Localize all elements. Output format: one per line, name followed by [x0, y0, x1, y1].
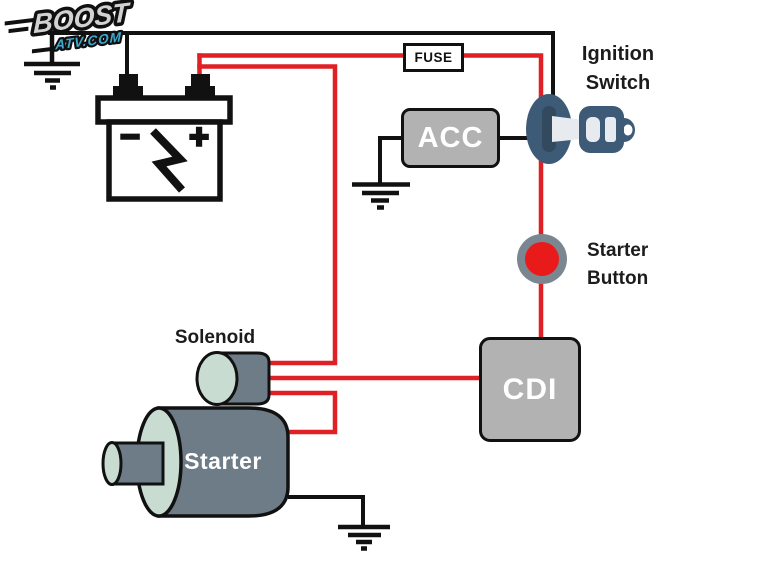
solenoid-to-starter-wire	[266, 390, 338, 435]
starter-button-label: Starter Button	[587, 237, 697, 293]
acc-label: ACC	[417, 121, 484, 154]
boost-atv-logo: BOOST ATV.COM	[4, 0, 135, 55]
starter-button-label-line2: Button	[587, 268, 649, 289]
ignition-switch-label-line1: Ignition	[581, 43, 655, 65]
starter-motor	[101, 406, 290, 518]
cdi-label: CDI	[502, 372, 558, 406]
key-ring-hole	[623, 124, 633, 136]
key-head-slot-left	[586, 117, 600, 142]
starter-button-cap	[525, 242, 559, 276]
ground-symbol-starter	[288, 495, 390, 551]
ignition-switch-label: Ignition Switch	[557, 40, 679, 98]
ignition-switch-label-line2: Switch	[585, 72, 651, 94]
ignition-switch	[526, 94, 635, 164]
acc-box: ACC	[401, 108, 500, 168]
fuse-label: FUSE	[414, 50, 453, 65]
ground-symbol-acc	[352, 136, 410, 210]
battery-bolt-icon	[150, 128, 188, 193]
battery: − +	[95, 74, 233, 202]
starter-button-label-line1: Starter	[587, 240, 649, 261]
battery-negative-top-wire	[48, 31, 555, 99]
solenoid-end-cap	[195, 351, 239, 406]
battery-positive-terminal	[191, 74, 210, 87]
battery-to-solenoid-wire	[197, 64, 338, 366]
battery-minus-sign: −	[120, 118, 140, 156]
solenoid-label: Solenoid	[174, 327, 256, 348]
fuse-box: FUSE	[403, 43, 464, 72]
battery-plus-sign: +	[189, 118, 209, 156]
key-head	[579, 106, 624, 153]
starter-motor-label: Starter	[184, 448, 262, 474]
fuse-to-ignition-wire	[197, 53, 544, 341]
starter-button	[517, 234, 567, 284]
cdi-box: CDI	[479, 337, 581, 442]
starter-shaft-cap	[101, 441, 123, 486]
battery-cover	[95, 95, 233, 125]
starter-body	[157, 406, 290, 518]
logo-speed-lines	[4, 17, 60, 54]
battery-negative-terminal	[119, 74, 138, 87]
key-head-slot-right	[605, 117, 616, 142]
solenoid	[195, 351, 271, 406]
